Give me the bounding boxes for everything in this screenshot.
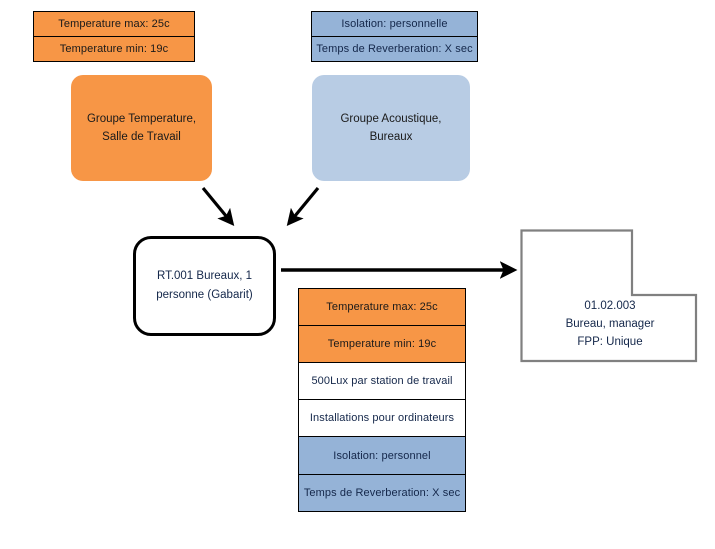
group-acoustique-label: Groupe Acoustique, Bureaux: [340, 113, 442, 143]
room-label: 01.02.003 Bureau, manager FPP: Unique: [565, 300, 655, 348]
room-shape[interactable]: 01.02.003 Bureau, manager FPP: Unique: [520, 229, 700, 363]
property-row: Installations pour ordinateurs: [299, 400, 465, 437]
combined-requirements-stack: Temperature max: 25c Temperature min: 19…: [298, 288, 466, 512]
property-row: Temperature max: 25c: [34, 12, 194, 37]
room-outline-icon: [520, 229, 698, 363]
group-acoustique-shape[interactable]: Groupe Acoustique, Bureaux: [312, 75, 470, 181]
property-row: Isolation: personnelle: [312, 12, 477, 37]
property-row: Temperature min: 19c: [34, 37, 194, 61]
template-node-shape[interactable]: RT.001 Bureaux, 1 personne (Gabarit): [133, 236, 276, 336]
temperature-requirements-stack: Temperature max: 25c Temperature min: 19…: [33, 11, 195, 62]
arrow-acoustic-to-node: [286, 186, 320, 226]
group-temperature-label: Groupe Temperature, Salle de Travail: [86, 113, 197, 143]
property-row: Temps de Reverberation: X sec: [299, 475, 465, 511]
group-temperature-shape[interactable]: Groupe Temperature, Salle de Travail: [71, 75, 212, 181]
property-row: Temperature min: 19c: [299, 326, 465, 363]
arrow-temperature-to-node: [201, 186, 235, 226]
property-row: 500Lux par station de travail: [299, 363, 465, 400]
property-row: Temps de Reverberation: X sec: [312, 37, 477, 61]
property-row: Isolation: personnel: [299, 437, 465, 475]
acoustic-requirements-stack: Isolation: personnelle Temps de Reverber…: [311, 11, 478, 62]
property-row: Temperature max: 25c: [299, 289, 465, 326]
template-node-label: RT.001 Bureaux, 1 personne (Gabarit): [156, 270, 253, 301]
